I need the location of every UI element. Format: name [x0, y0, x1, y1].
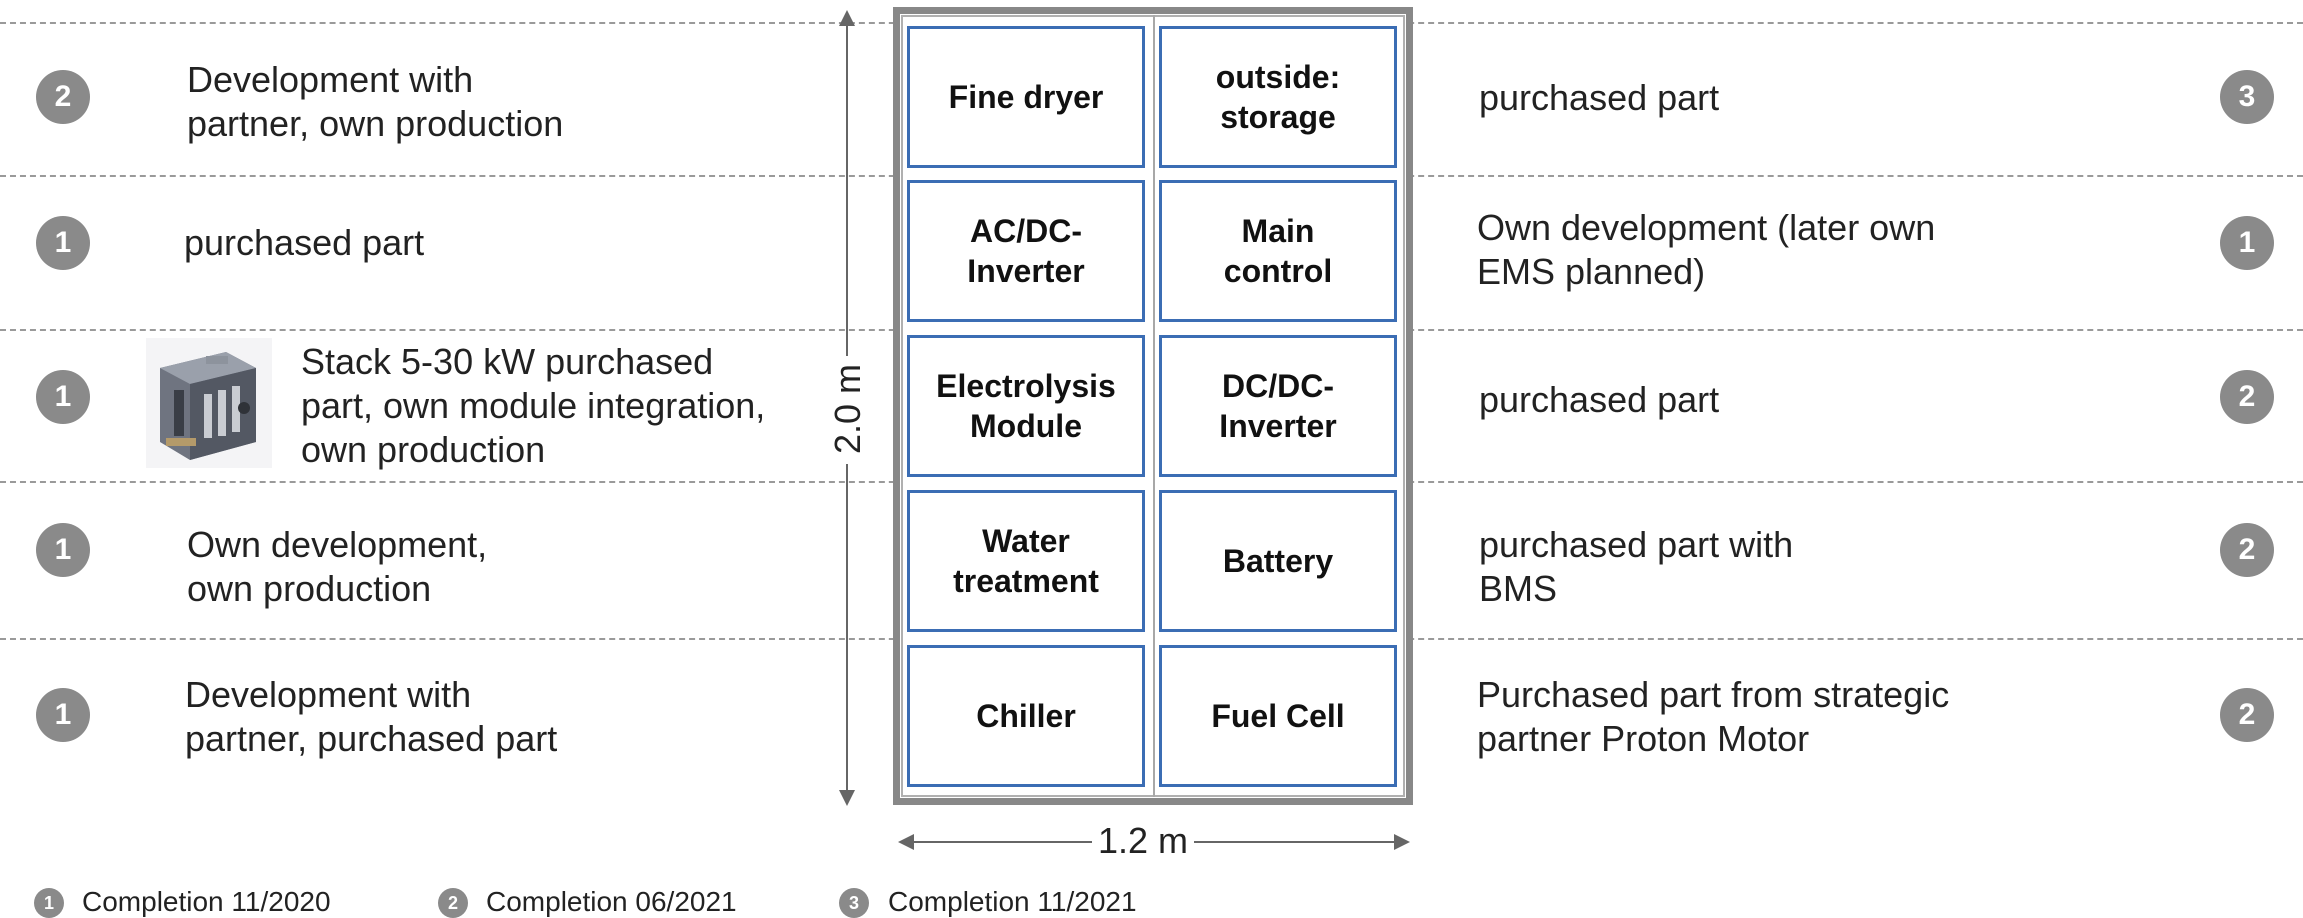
legend-text: Completion 11/2020	[82, 886, 331, 917]
right-status-badge: 1	[2220, 216, 2274, 270]
module-center-divider	[1153, 15, 1155, 797]
right-description: Own development (later own EMS planned)	[1477, 207, 1936, 292]
component-ac-dc-inverter: AC/DC-Inverter	[907, 180, 1145, 322]
component-fine-dryer: Fine dryer	[907, 26, 1145, 168]
left-status-badge: 1	[36, 523, 90, 577]
legend-badge: 3	[839, 888, 869, 918]
legend-badge: 1	[34, 888, 64, 918]
left-description: Own development, own production	[187, 524, 488, 609]
height-dimension-label-bg	[830, 356, 864, 464]
component-battery: Battery	[1159, 490, 1397, 632]
right-description: Purchased part from strategic partner Pr…	[1477, 674, 1950, 759]
component-chiller: Chiller	[907, 645, 1145, 787]
right-description: purchased part	[1479, 379, 1720, 420]
right-description: purchased part	[1479, 77, 1720, 118]
left-description: purchased part	[184, 222, 425, 263]
legend-text: Completion 06/2021	[486, 886, 737, 917]
legend-text: Completion 11/2021	[888, 886, 1137, 917]
left-description: Stack 5-30 kW purchased part, own module…	[301, 341, 766, 470]
right-status-badge: 2	[2220, 688, 2274, 742]
component-fuel-cell: Fuel Cell	[1159, 645, 1397, 787]
right-status-badge: 2	[2220, 370, 2274, 424]
width-dimension-label: 1.2 m	[1092, 821, 1195, 861]
component-outside-storage: outside:storage	[1159, 26, 1397, 168]
left-description: Development with partner, own production	[187, 59, 564, 144]
right-description: purchased part with BMS	[1479, 524, 1794, 609]
left-status-badge: 1	[36, 370, 90, 424]
left-description: Development with partner, purchased part	[185, 674, 558, 759]
left-status-badge: 2	[36, 70, 90, 124]
component-dc-dc-inverter: DC/DC-Inverter	[1159, 335, 1397, 477]
right-status-badge: 3	[2220, 70, 2274, 124]
height-dimension-label: 2.0 m	[827, 363, 868, 454]
left-status-badge: 1	[36, 216, 90, 270]
electrolysis-stack-image-icon	[146, 338, 272, 468]
legend-badge: 2	[438, 888, 468, 918]
right-status-badge: 2	[2220, 523, 2274, 577]
left-status-badge: 1	[36, 688, 90, 742]
